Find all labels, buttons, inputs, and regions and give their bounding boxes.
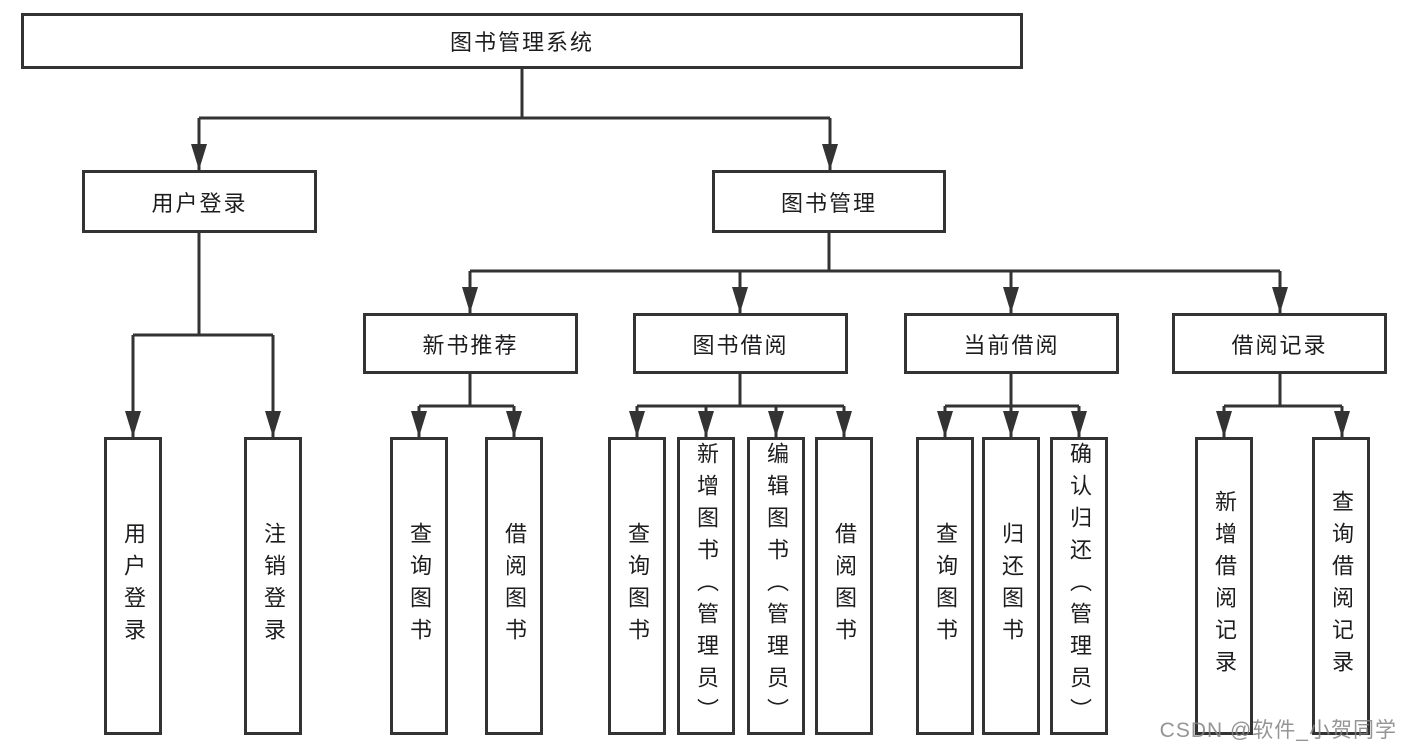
node-current-borrow: 当前借阅 <box>904 313 1119 374</box>
connector-user-login-to-leaves <box>131 233 275 437</box>
node-borrow-records-label: 借阅记录 <box>1231 332 1328 358</box>
leaf-confirm-return-admin: 确认归还（管理员） <box>1050 437 1108 735</box>
connector-book-mgmt-to-level3 <box>468 233 1282 313</box>
node-new-book-recommend: 新书推荐 <box>363 313 578 374</box>
node-current-borrow-label: 当前借阅 <box>963 332 1060 358</box>
connector-records-to-leaves <box>1222 374 1344 437</box>
arrowheads <box>125 144 1350 437</box>
node-book-borrow: 图书借阅 <box>633 313 848 374</box>
node-borrow-records: 借阅记录 <box>1172 313 1387 374</box>
csdn-watermark: CSDN @软件_小贺同学 <box>1159 719 1397 742</box>
connector-root-to-level2 <box>197 69 832 170</box>
node-book-management: 图书管理 <box>712 170 946 233</box>
leaf-logout: 注销登录 <box>244 437 302 735</box>
node-user-login-label: 用户登录 <box>151 190 248 216</box>
leaf-logout-label: 注销登录 <box>261 522 286 650</box>
leaf-query-books-1: 查询图书 <box>390 437 448 735</box>
leaf-return-books: 归还图书 <box>982 437 1040 735</box>
leaf-borrow-books-2-label: 借阅图书 <box>832 522 857 650</box>
node-new-book-recommend-label: 新书推荐 <box>422 332 519 358</box>
leaf-add-borrow-record: 新增借阅记录 <box>1195 437 1253 735</box>
leaf-edit-books-admin: 编辑图书（管理员） <box>747 437 805 735</box>
leaf-borrow-books-1-label: 借阅图书 <box>502 522 527 650</box>
leaf-borrow-books-2: 借阅图书 <box>815 437 873 735</box>
leaf-add-borrow-record-label: 新增借阅记录 <box>1212 490 1237 682</box>
leaf-user-login-label: 用户登录 <box>121 522 146 650</box>
leaf-query-books-3-label: 查询图书 <box>933 522 958 650</box>
leaf-user-login: 用户登录 <box>104 437 162 735</box>
node-user-login: 用户登录 <box>82 170 317 233</box>
leaf-borrow-books-1: 借阅图书 <box>485 437 543 735</box>
leaf-add-books-admin: 新增图书（管理员） <box>677 437 735 735</box>
leaf-add-books-admin-label: 新增图书（管理员） <box>694 442 719 730</box>
leaf-return-books-label: 归还图书 <box>999 522 1024 650</box>
leaf-query-books-2: 查询图书 <box>608 437 666 735</box>
leaf-query-books-1-label: 查询图书 <box>407 522 432 650</box>
leaf-query-books-3: 查询图书 <box>916 437 974 735</box>
connector-new-book-to-leaves <box>417 374 516 437</box>
leaf-edit-books-admin-label: 编辑图书（管理员） <box>764 442 789 730</box>
node-root-system: 图书管理系统 <box>21 13 1023 69</box>
leaf-query-borrow-record-label: 查询借阅记录 <box>1329 490 1354 682</box>
node-book-management-label: 图书管理 <box>780 190 877 216</box>
leaf-confirm-return-admin-label: 确认归还（管理员） <box>1067 442 1092 730</box>
leaf-query-borrow-record: 查询借阅记录 <box>1312 437 1370 735</box>
node-book-borrow-label: 图书借阅 <box>692 332 789 358</box>
node-root-system-label: 图书管理系统 <box>449 30 594 55</box>
connector-borrow-to-leaves <box>635 374 846 437</box>
leaf-query-books-2-label: 查询图书 <box>625 522 650 650</box>
